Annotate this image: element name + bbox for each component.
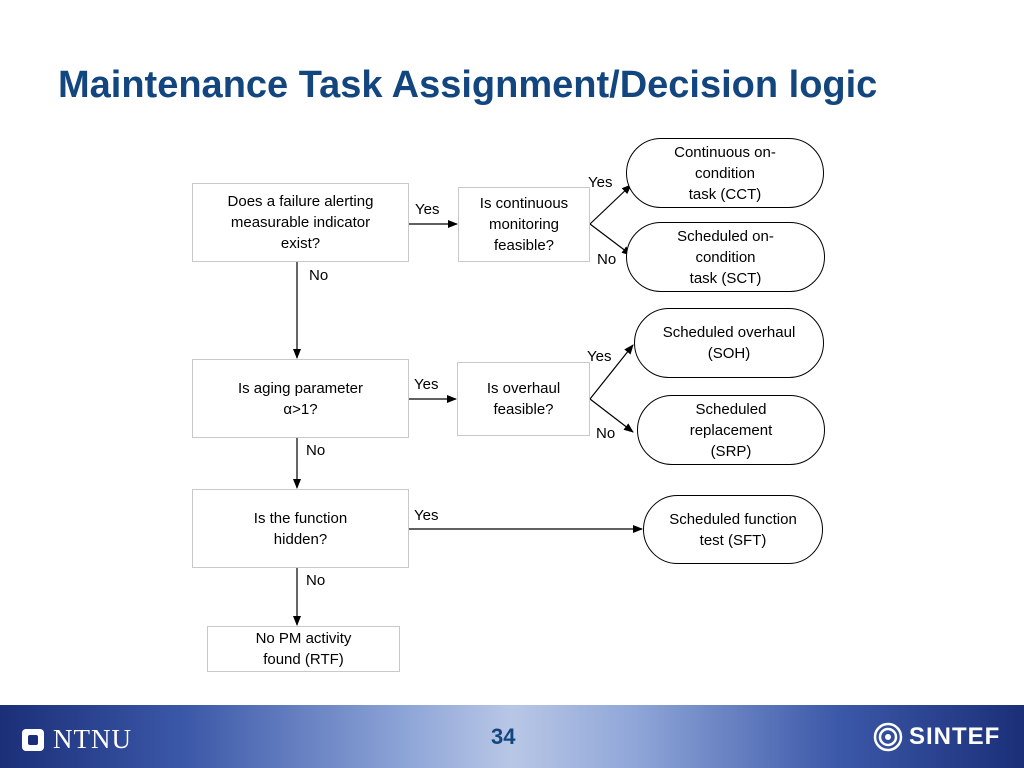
- decision-failure-indicator: Does a failure alerting measurable indic…: [192, 183, 409, 262]
- decision-text-line: exist?: [280, 235, 321, 252]
- ntnu-logo-text: NTNU: [53, 724, 132, 754]
- arrow-q2b-to-srp: [589, 398, 634, 433]
- decision-text-line: feasible?: [493, 401, 554, 418]
- decision-overhaul-feasible: Is overhaul feasible?: [457, 362, 590, 436]
- decision-text-line: feasible?: [493, 237, 555, 254]
- edge-label-yes: Yes: [588, 174, 613, 191]
- decision-text-line: No PM activity: [255, 630, 352, 647]
- edge-label-yes: Yes: [415, 201, 440, 218]
- decision-function-hidden: Is the function hidden?: [192, 489, 409, 568]
- outcome-sct: Scheduled on- condition task (SCT): [626, 222, 825, 292]
- decision-aging-parameter: Is aging parameter α>1?: [192, 359, 409, 438]
- decision-text-line: hidden?: [273, 530, 328, 548]
- sintef-swirl-icon: [873, 722, 903, 752]
- outcome-cct: Continuous on- condition task (CCT): [626, 138, 824, 208]
- decision-text-line: monitoring: [488, 216, 560, 233]
- edge-label-no: No: [306, 572, 326, 589]
- edge-label-no: No: [597, 251, 617, 268]
- outcome-text-line: Scheduled: [695, 400, 767, 418]
- edge-label-yes: Yes: [587, 348, 612, 365]
- outcome-sft: Scheduled function test (SFT): [643, 495, 823, 564]
- edge-label-no: No: [309, 267, 329, 284]
- decision-text-line: Is continuous: [479, 195, 569, 212]
- page-title: Maintenance Task Assignment/Decision log…: [58, 64, 878, 106]
- arrow-q1b-to-cct: [589, 184, 632, 225]
- edge-label-yes: Yes: [414, 507, 439, 524]
- outcome-text-line: condition: [695, 248, 756, 266]
- outcome-text-line: Scheduled on-: [677, 227, 774, 245]
- flow-connectors: [293, 184, 643, 626]
- decision-text-line: Is aging parameter: [237, 379, 364, 397]
- outcome-text-line: condition: [694, 164, 756, 182]
- sintef-logo: SINTEF: [873, 722, 1000, 752]
- decision-text-line: Is the function: [253, 509, 348, 527]
- arrow-q1b-to-sct: [589, 223, 632, 256]
- result-no-pm-activity: No PM activity found (RTF): [207, 626, 400, 672]
- outcome-soh: Scheduled overhaul (SOH): [634, 308, 824, 378]
- decision-text-line: found (RTF): [263, 651, 344, 668]
- decision-text-line: measurable indicator: [230, 214, 371, 231]
- outcome-text-line: Continuous on-: [674, 143, 776, 161]
- outcome-text-line: task (SCT): [689, 269, 762, 287]
- outcome-text-line: (SOH): [707, 345, 751, 362]
- outcome-srp: Scheduled replacement (SRP): [637, 395, 825, 465]
- outcome-text-line: Scheduled overhaul: [662, 324, 796, 341]
- sintef-logo-text: SINTEF: [909, 723, 1001, 750]
- outcome-text-line: task (CCT): [688, 185, 762, 203]
- edge-label-no: No: [306, 442, 326, 459]
- decision-text-line: Is overhaul: [486, 380, 561, 397]
- outcome-text-line: (SRP): [710, 442, 752, 460]
- footer-bar: [0, 705, 1024, 768]
- outcome-text-line: Scheduled function: [669, 510, 797, 528]
- edge-label-yes: Yes: [414, 376, 439, 393]
- arrow-q2b-to-soh: [589, 344, 634, 400]
- edge-label-no: No: [596, 425, 616, 442]
- decision-continuous-monitoring: Is continuous monitoring feasible?: [458, 187, 590, 262]
- ntnu-square-icon: [22, 728, 44, 751]
- decision-text-line: Does a failure alerting: [227, 193, 374, 210]
- ntnu-logo: NTNU: [22, 724, 132, 755]
- outcome-text-line: test (SFT): [699, 531, 767, 549]
- page-number: 34: [491, 724, 516, 749]
- outcome-text-line: replacement: [689, 421, 773, 439]
- decision-text-line: α>1?: [283, 400, 318, 418]
